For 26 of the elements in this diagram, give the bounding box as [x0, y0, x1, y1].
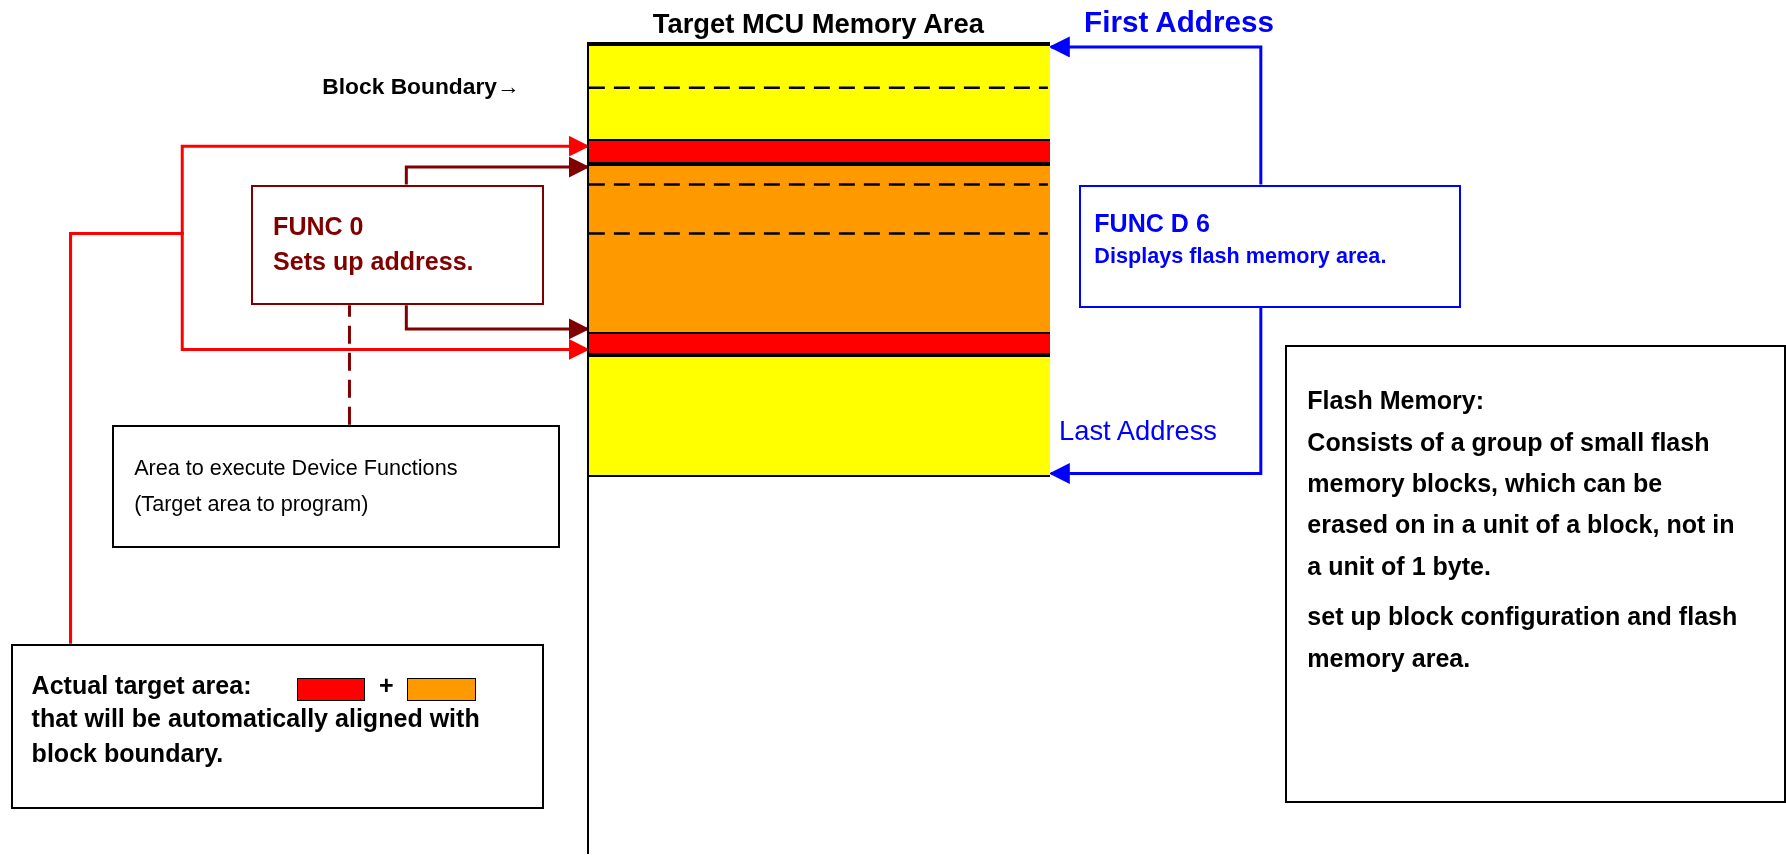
note-box — [1284, 345, 1786, 803]
memory-block — [588, 44, 1050, 139]
function-title: FUNC D 6 — [1094, 209, 1211, 239]
function-title: FUNC 0 — [273, 211, 365, 241]
color-swatch — [297, 677, 366, 701]
function-description: Sets up address. — [273, 247, 475, 277]
plus-sign: + — [379, 670, 394, 699]
note-text: Actual target area: — [31, 670, 252, 699]
note-text: set up block configuration and flash memory area. — [1307, 601, 1739, 674]
note-text: Consists of a group of small flash memory blocks, which can be erased on in a unit of a block, not in a unit of 1 byte. — [1307, 426, 1736, 582]
column-title: Target MCU Memory Area — [651, 7, 985, 40]
memory-block — [588, 355, 1050, 475]
function-description: Displays flash memory area. — [1094, 242, 1388, 269]
function-box — [1078, 184, 1462, 308]
leader-line — [347, 305, 351, 425]
boundary-label: Block Boundary→ — [322, 72, 520, 100]
memory-block — [588, 332, 1050, 356]
function-box — [250, 184, 545, 306]
note-text: Area to execute Device Functions (Target area to program) — [134, 453, 459, 519]
note-heading: Flash Memory: — [1307, 385, 1486, 415]
memory-block — [588, 163, 1050, 333]
note-box — [111, 424, 561, 548]
note-text: that will be automatically aligned with block boundary. — [31, 702, 481, 769]
memory-block — [588, 138, 1050, 164]
note-box — [11, 643, 545, 809]
color-swatch — [407, 677, 476, 701]
